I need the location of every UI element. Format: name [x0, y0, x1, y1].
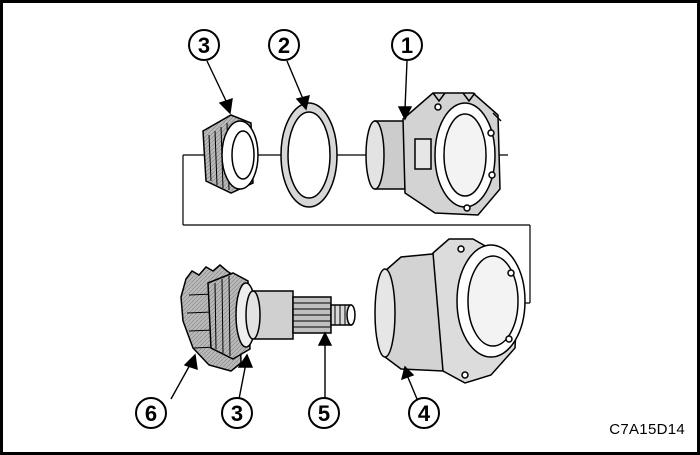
washer-part: [280, 102, 338, 208]
callout-3-lower-label: 3: [231, 401, 243, 426]
callout-1-label: 1: [401, 33, 413, 58]
callout-6: 6: [135, 397, 167, 429]
callout-3-upper-label: 3: [198, 33, 210, 58]
case-cover-part: [365, 92, 502, 216]
callout-2: 2: [268, 29, 300, 61]
callout-4-label: 4: [418, 401, 431, 426]
callout-1: 1: [391, 29, 423, 61]
bearing-part-upper: [202, 114, 259, 194]
exploded-assembly-diagram: 1 2 3 3 4 5 6: [135, 29, 531, 429]
leader-lines: [170, 60, 418, 400]
callout-5: 5: [308, 397, 340, 429]
callout-4: 4: [408, 397, 440, 429]
callout-6-label: 6: [145, 401, 157, 426]
callout-2-label: 2: [278, 33, 290, 58]
callout-5-label: 5: [318, 401, 330, 426]
differential-case-part: [374, 238, 526, 384]
drive-shaft-part: [245, 290, 356, 340]
callout-3-lower: 3: [221, 397, 253, 429]
figure-code: C7A15D14: [609, 421, 685, 438]
callout-3-upper: 3: [188, 29, 220, 61]
